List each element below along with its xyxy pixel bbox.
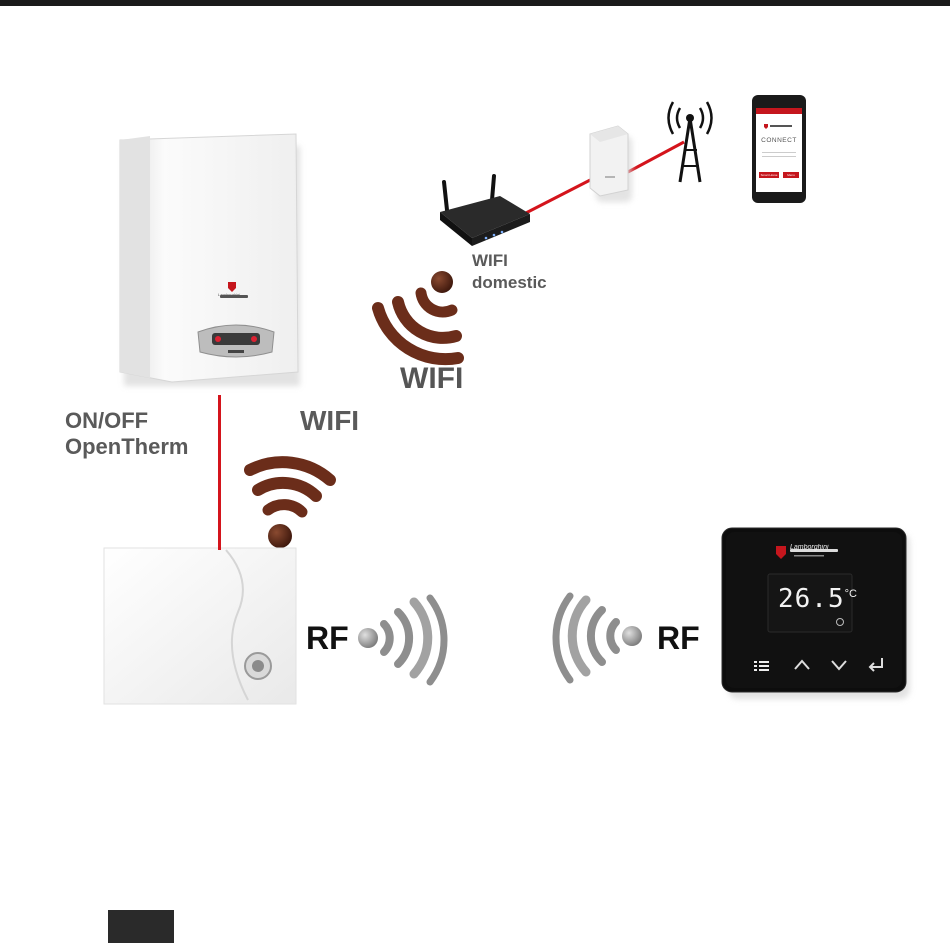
- wifi-waves-receiver-icon: [250, 462, 330, 548]
- wifi-domestic-line1: WIFI: [472, 250, 547, 272]
- smartphone: [752, 95, 806, 203]
- thermostat-temperature: 26.5: [778, 584, 845, 614]
- rf-receiver-unit: [104, 548, 296, 704]
- thermostat-display: 26.5°C: [778, 584, 848, 614]
- rf-waves-right-icon: [556, 596, 642, 680]
- boiler-brand-text: Lamborghini: [218, 292, 252, 297]
- internet-gateway: [590, 126, 632, 202]
- antenna-tower-icon: [669, 102, 712, 182]
- rf-left-label: RF: [306, 620, 349, 657]
- footer-block: [108, 910, 174, 943]
- wifi-receiver-label: WIFI: [300, 405, 359, 437]
- thermostat-unit: °C: [845, 588, 857, 600]
- thermostat-brand-text: Lamborghini: [790, 544, 842, 551]
- wifi-router: [440, 176, 530, 246]
- wifi-domestic-label: WIFI domestic: [472, 250, 547, 294]
- boiler-control-panel: [198, 325, 274, 357]
- onoff-label-line2: OpenTherm: [65, 434, 188, 460]
- boiler-unit: [120, 134, 300, 386]
- onoff-label-line1: ON/OFF: [65, 408, 188, 434]
- gateway-antenna-link: [628, 142, 684, 172]
- wifi-waves-router-icon: [378, 271, 458, 359]
- phone-screen-title: CONNECT: [756, 137, 802, 144]
- phone-button-right: Menu: [783, 172, 799, 178]
- onoff-opentherm-label: ON/OFF OpenTherm: [65, 408, 188, 460]
- wifi-router-label: WIFI: [400, 362, 463, 396]
- boiler-receiver-link: [218, 395, 221, 550]
- phone-button-left: Smart Home: [759, 172, 779, 178]
- rf-waves-left-icon: [358, 598, 444, 682]
- thermostat-menu-icon: [754, 661, 769, 671]
- rf-right-label: RF: [657, 620, 700, 657]
- wifi-domestic-line2: domestic: [472, 272, 547, 294]
- router-gateway-link: [520, 176, 598, 216]
